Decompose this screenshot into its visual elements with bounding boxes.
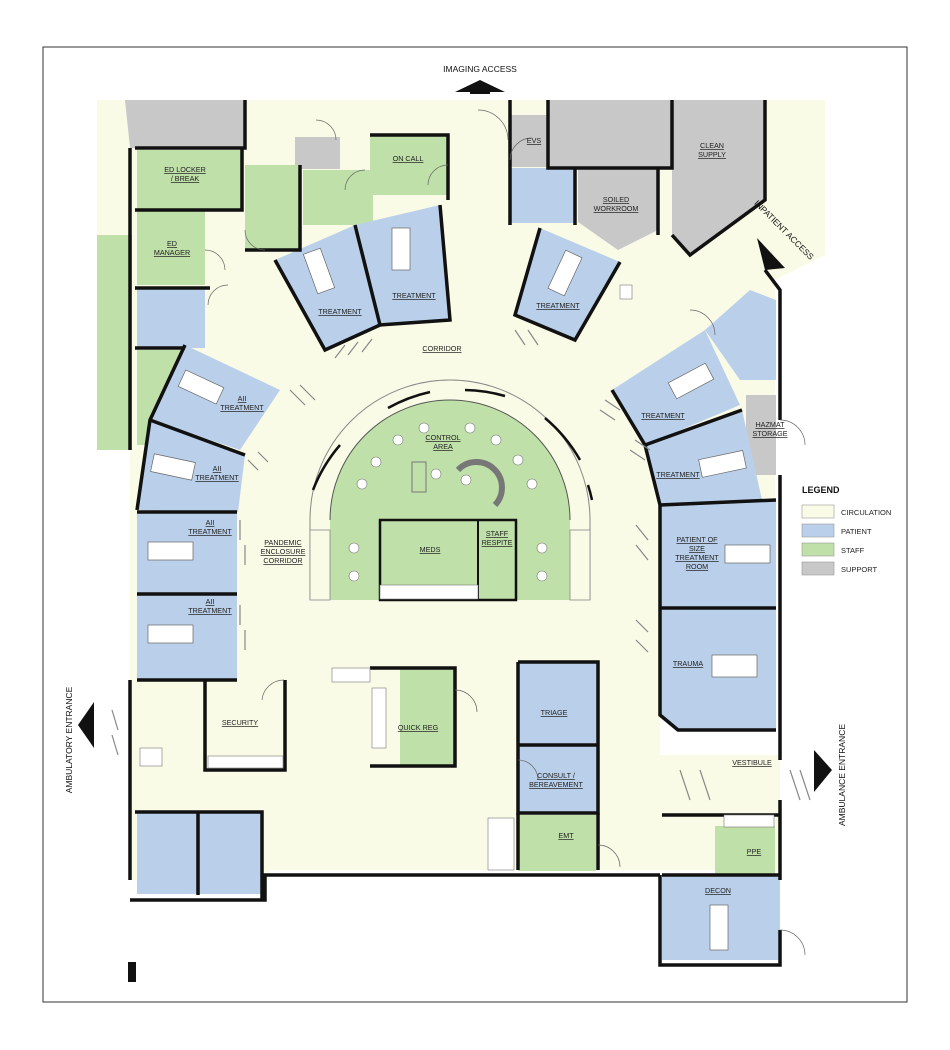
ambulatory-entrance-label: AMBULATORY ENTRANCE [64,686,74,793]
room-treatment-top-mid: TREATMENT [392,291,436,300]
control-area-chairs [348,422,548,582]
legend-title: LEGEND [802,485,840,495]
control-area-ring [309,379,591,602]
room-security: SECURITY [222,718,259,727]
ambulance-entrance-arrow [814,750,832,792]
bed-symbols [147,227,771,951]
fixtures [139,284,775,871]
room-evs: EVS [527,136,542,145]
sliding-door-marks [111,329,811,801]
room-treatment-top-left: TREATMENT [318,307,362,316]
staff-rooms [137,135,775,874]
room-consult: CONSULT /BEREAVEMENT [529,771,583,789]
ambulatory-entrance-arrow [78,702,94,748]
legend-swatch-staff [801,542,835,557]
room-on-call: ON CALL [393,154,424,163]
legend-label-patient: PATIENT [841,527,872,536]
imaging-access-label: IMAGING ACCESS [443,64,517,74]
room-ed-locker: ED LOCKER/ BREAK [164,165,206,183]
room-emt: EMT [558,831,574,840]
legend-label-support: SUPPORT [841,565,878,574]
room-treatment-top-right: TREATMENT [536,301,580,310]
imaging-access-arrow [455,80,505,92]
legend-label-circulation: CIRCULATION [841,508,891,517]
ambulance-entrance-label: AMBULANCE ENTRANCE [837,724,847,826]
room-treatment-right-1: TREATMENT [641,411,685,420]
room-decon: DECON [705,886,731,895]
legend: LEGEND CIRCULATION PATIENT STAFF SUPPORT [801,485,891,576]
room-trauma: TRAUMA [673,659,704,668]
door-swings [204,109,806,956]
room-meds: MEDS [420,545,441,554]
label-corridor: CORRIDOR [422,344,461,353]
legend-swatch-support [801,561,835,576]
legend-swatch-patient [801,523,835,538]
corridor-arc-walls [311,388,594,501]
inpatient-access-arrow [757,238,785,270]
outdoor-green-strip [97,235,132,450]
room-vestibule: VESTIBULE [732,758,772,767]
room-treatment-right-2: TREATMENT [656,470,700,479]
legend-swatch-circulation [801,504,835,519]
north-marker [128,962,136,982]
legend-label-staff: STAFF [841,546,865,555]
room-ppe: PPE [747,847,762,856]
room-quick-reg: QUICK REG [398,723,439,732]
room-triage: TRIAGE [541,708,568,717]
